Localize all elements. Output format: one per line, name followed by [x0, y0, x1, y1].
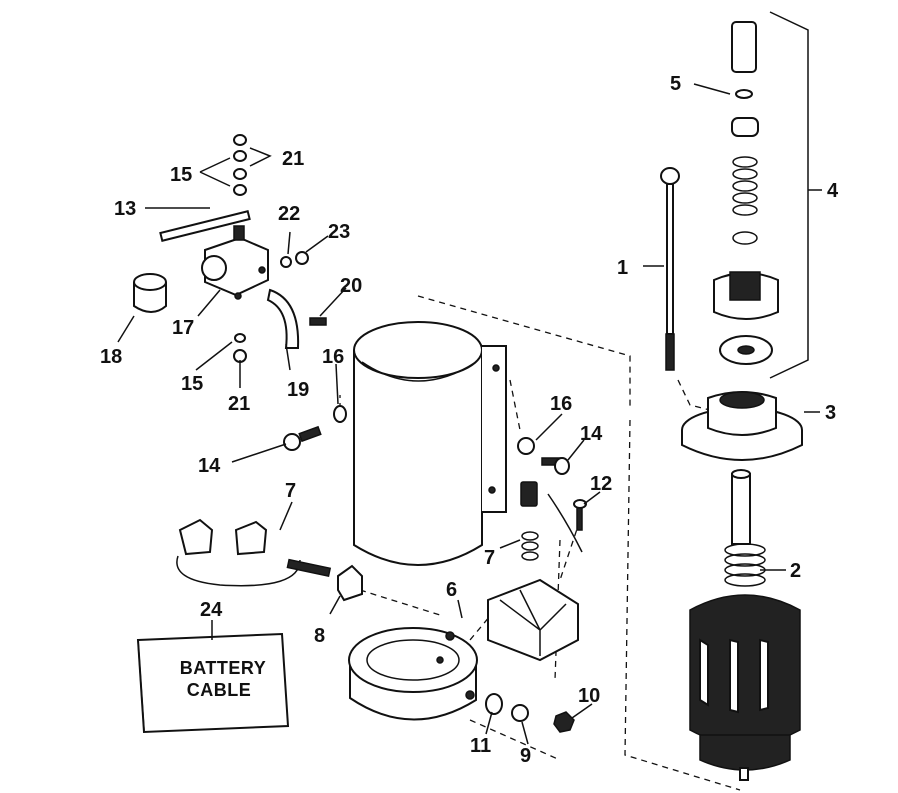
motor-frame — [353, 321, 507, 566]
part-label-6: 6 — [446, 579, 457, 601]
part-label-18: 18 — [100, 346, 122, 368]
part-label-13: 13 — [114, 198, 136, 220]
solenoid — [201, 225, 269, 300]
commutator-end-cap — [348, 627, 478, 721]
part-label-16-left: 16 — [322, 346, 344, 368]
drive-end-cap — [681, 391, 803, 461]
part-label-7-right: 7 — [484, 547, 495, 569]
part-label-21-top: 21 — [282, 148, 304, 170]
washers-nut-9-10-11 — [485, 693, 575, 733]
part-label-2: 2 — [790, 560, 801, 582]
brush-lead-set — [176, 518, 332, 587]
part-label-14-left: 14 — [198, 455, 221, 477]
through-bolt — [660, 167, 680, 371]
bolts-14 — [283, 425, 570, 475]
battery-cable-line2: CABLE — [187, 680, 252, 700]
part-label-19: 19 — [287, 379, 309, 401]
part-label-11: 11 — [470, 735, 491, 757]
part-label-22: 22 — [278, 203, 300, 225]
washers-16 — [333, 405, 535, 455]
screw-12 — [573, 499, 587, 531]
stud-13 — [159, 210, 251, 242]
battery-cable-line1: BATTERY — [180, 658, 267, 678]
part-label-5: 5 — [670, 73, 681, 95]
part-label-15-top: 15 — [170, 164, 192, 186]
battery-cable-box: BATTERY CABLE — [136, 632, 290, 734]
drive-assembly-bracket — [769, 11, 809, 379]
bushing-18 — [133, 273, 167, 313]
part-label-21-bottom: 21 — [228, 393, 250, 415]
part-label-15-bottom: 15 — [181, 373, 203, 395]
part-label-4: 4 — [827, 180, 839, 202]
part-label-10: 10 — [578, 685, 600, 707]
part-label-14-right: 14 — [580, 423, 603, 445]
part-label-17: 17 — [172, 317, 194, 339]
part-label-7-left: 7 — [285, 480, 296, 502]
brush-spring-set — [520, 481, 583, 561]
part-labels: 1 2 3 4 5 6 7 7 8 9 10 11 12 13 14 14 15… — [100, 73, 839, 767]
part-label-24: 24 — [200, 599, 223, 621]
part-label-16-right: 16 — [550, 393, 572, 415]
bracket-19 — [266, 288, 300, 349]
part-label-23: 23 — [328, 221, 350, 243]
part-label-1: 1 — [617, 257, 628, 279]
part-label-8: 8 — [314, 625, 325, 647]
drive-assembly-parts — [713, 21, 779, 365]
armature — [689, 469, 801, 781]
brush-holder — [487, 578, 579, 662]
part-label-12: 12 — [590, 473, 612, 495]
terminal-8 — [337, 564, 363, 602]
part-label-20: 20 — [340, 275, 362, 297]
part-label-9: 9 — [520, 745, 531, 767]
nuts-15-21 — [233, 134, 327, 363]
leader-lines — [117, 83, 822, 745]
part-label-3: 3 — [825, 402, 836, 424]
